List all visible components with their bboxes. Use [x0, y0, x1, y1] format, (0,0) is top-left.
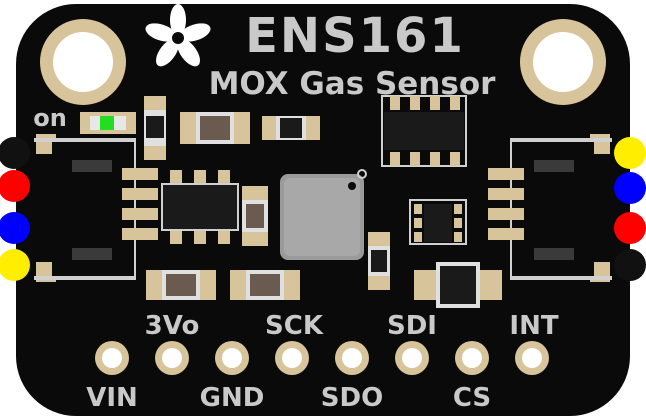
pin-pad-sdi [395, 341, 429, 375]
left-wires [0, 137, 30, 281]
right-wires [614, 137, 646, 281]
pin-label-3vo: 3Vo [145, 311, 200, 341]
pin-label-vin: VIN [86, 383, 138, 413]
level-shifter-chip [381, 95, 467, 167]
mounting-hole-left [40, 19, 126, 105]
small-ic-right [409, 199, 467, 245]
pin-label-sck: SCK [265, 311, 324, 341]
resistor-top-1 [262, 116, 320, 140]
pin-pad-3vo [155, 341, 189, 375]
capacitor-top-1 [180, 112, 250, 144]
power-led [80, 112, 136, 134]
pin-pad-vin [95, 341, 129, 375]
pin-label-sdo: SDO [321, 383, 383, 413]
resistor-mid-left [242, 186, 268, 246]
pin-label-sdi: SDI [387, 311, 437, 341]
pin-pad-sdo [335, 341, 369, 375]
pin-pad-gnd [215, 341, 249, 375]
power-led-label: on [33, 104, 67, 132]
transistor-top [144, 96, 166, 160]
adafruit-flower-logo [145, 4, 211, 67]
board-title: ENS161 [245, 8, 465, 64]
pin-pad-int [515, 341, 549, 375]
stemma-connector-left [34, 134, 158, 282]
pin-pad-cs [455, 341, 489, 375]
ens161-sensor-chip [280, 169, 367, 260]
diode-bottom [414, 262, 502, 308]
header-pins [95, 341, 549, 375]
stemma-connector-right [488, 134, 612, 282]
pin-label-gnd: GND [200, 383, 265, 413]
resistor-mid-right [368, 232, 390, 290]
pin-label-cs: CS [453, 383, 491, 413]
mounting-hole-right [520, 19, 606, 105]
capacitor-bottom-1 [146, 270, 216, 300]
capacitor-bottom-2 [230, 270, 300, 300]
voltage-regulator [161, 170, 239, 244]
pin-label-int: INT [509, 311, 558, 341]
pin-pad-sck [275, 341, 309, 375]
